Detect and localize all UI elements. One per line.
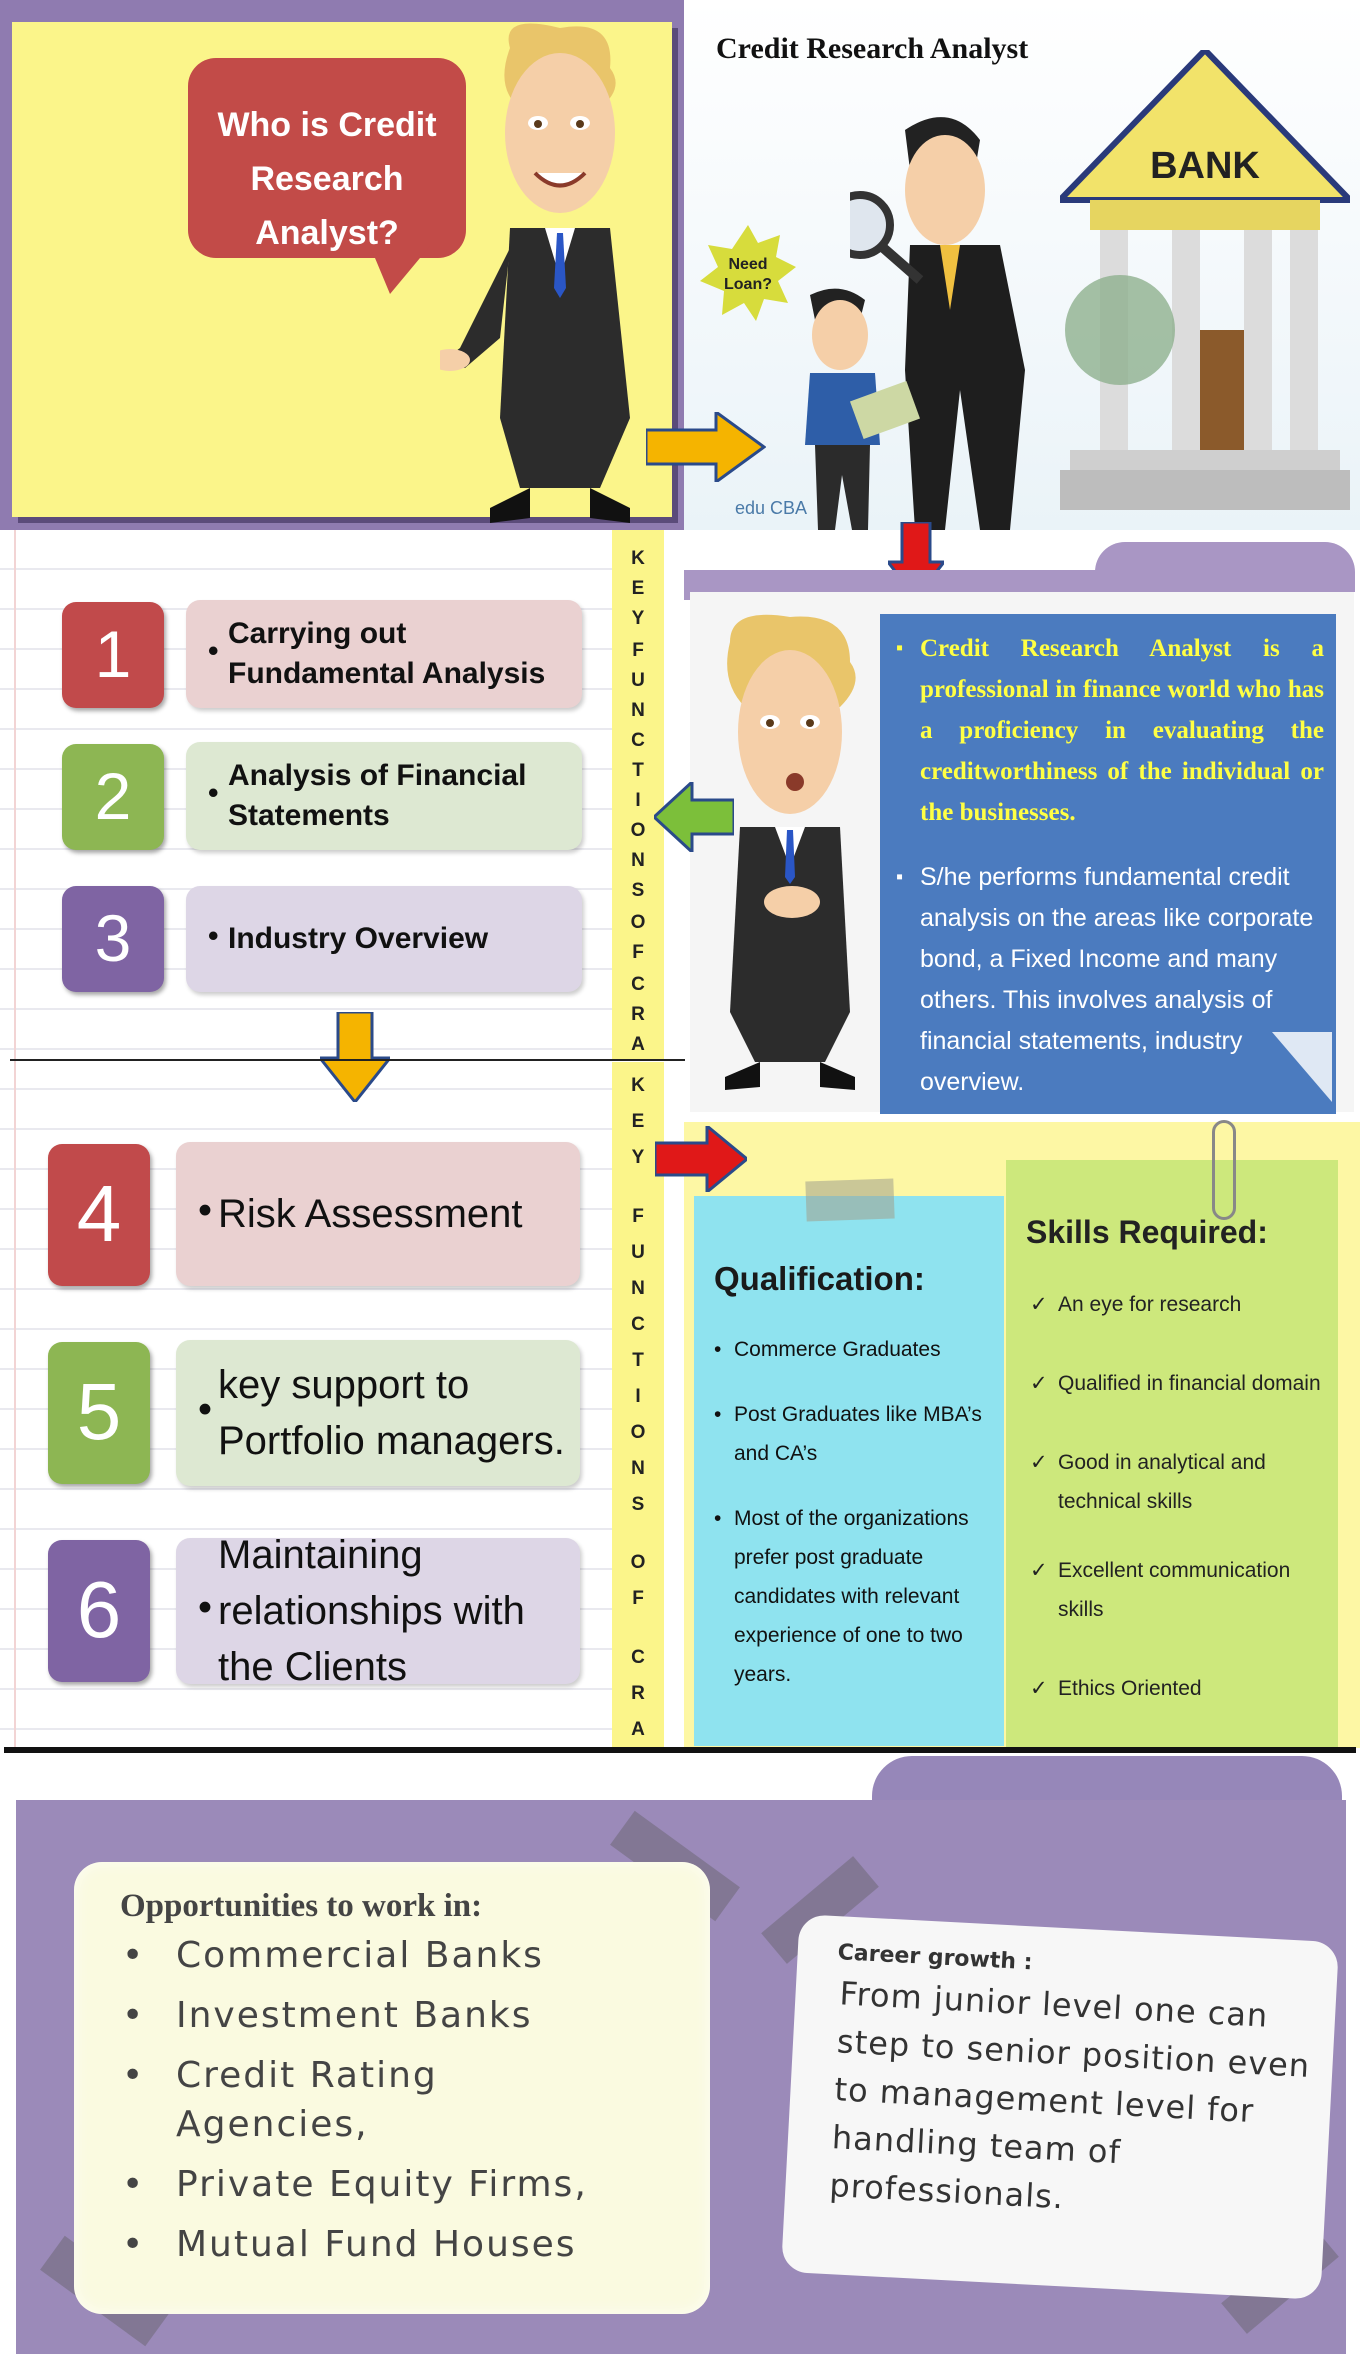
function-number-1: 1 — [62, 602, 164, 708]
tape-strip — [805, 1178, 895, 1222]
sticker-line-2: Loan? — [724, 276, 772, 293]
arrow-right-icon — [655, 1126, 747, 1192]
strip-letter: C — [631, 730, 645, 751]
bank-building-illustration: BANK — [1060, 50, 1350, 510]
customer-illustration — [805, 288, 920, 530]
scene-title: Credit Research Analyst — [716, 32, 1029, 65]
strip-letter: Y — [631, 608, 645, 629]
function-item-3: Industry Overview — [186, 886, 582, 992]
opportunities-card: Opportunities to work in: Commercial Ban… — [74, 1862, 710, 2314]
qualification-card: Qualification: Commerce Graduates Post G… — [694, 1196, 1004, 1746]
strip-letter: A — [631, 1034, 645, 1055]
qualification-title: Qualification: — [714, 1260, 925, 1297]
question-line-1: Who is Credit — [217, 106, 437, 144]
qualification-item: Most of the organizations prefer post gr… — [714, 1499, 994, 1694]
thinking-man-illustration — [725, 614, 856, 1090]
career-text: From junior level one can step to senior… — [828, 1974, 1312, 2217]
function-number-4: 4 — [48, 1144, 150, 1286]
function-number-6: 6 — [48, 1540, 150, 1682]
bank-sign: BANK — [1150, 145, 1260, 187]
strip-letter: K — [631, 1075, 645, 1096]
function-number-5: 5 — [48, 1342, 150, 1484]
strip-letter: T — [632, 1349, 644, 1371]
strip-letter: R — [631, 1683, 645, 1705]
strip-letter: F — [632, 640, 644, 661]
strip-letter: O — [630, 820, 646, 841]
strip-letter: K — [631, 548, 645, 569]
strip-letter: O — [630, 1552, 646, 1574]
career-growth-card: Career growth : From junior level one ca… — [781, 1914, 1339, 2300]
presenter-man-illustration — [440, 23, 630, 523]
speech-bubble-tail — [370, 246, 430, 294]
strip-letter: F — [632, 942, 644, 963]
section-divider — [10, 1059, 685, 1061]
definition-text: Credit Research Analyst is a professiona… — [896, 628, 1324, 833]
arrow-left-icon — [654, 782, 734, 852]
opportunity-item: Commercial Banks — [120, 1931, 710, 1980]
analyst-with-magnifier-illustration — [850, 117, 1025, 530]
strip-letter: C — [631, 1313, 645, 1335]
function-item-1: Carrying out Fundamental Analysis — [186, 600, 582, 708]
opportunity-item: Credit Rating Agencies, — [120, 2051, 450, 2149]
strip-letter: S — [631, 1493, 645, 1515]
opportunities-title: Opportunities to work in: — [120, 1888, 483, 1924]
definition-details: S/he performs fundamental credit analysi… — [896, 857, 1324, 1103]
arrow-down-icon — [320, 1012, 390, 1102]
strip-letter: Y — [631, 1147, 645, 1168]
skill-item: Qualified in financial domain — [1026, 1364, 1328, 1403]
arrow-right-icon — [646, 412, 766, 482]
educba-watermark: edu CBA — [735, 498, 808, 518]
skills-card: Skills Required: An eye for research Qua… — [1006, 1160, 1338, 1748]
function-item-2: Analysis of Financial Statements — [186, 742, 582, 850]
function-item-5: key support to Portfolio managers. — [176, 1340, 580, 1486]
strip-letter: I — [635, 790, 641, 811]
strip-letter: N — [631, 850, 645, 871]
sticker-line-1: Need — [728, 256, 767, 273]
function-item-4: Risk Assessment — [176, 1142, 580, 1286]
strip-letter: T — [632, 760, 644, 781]
strip-letter: U — [631, 1241, 645, 1263]
page-curl — [1272, 1032, 1332, 1102]
strip-letter: E — [631, 578, 645, 599]
strip-letter: O — [630, 1421, 646, 1443]
definition-box: Credit Research Analyst is a professiona… — [880, 614, 1336, 1114]
strip-letter: F — [632, 1205, 644, 1227]
question-speech-bubble: Who is Credit Research Analyst? — [188, 58, 466, 258]
opportunity-item: Investment Banks — [120, 1991, 710, 2040]
question-line-2: Research Analyst? — [250, 160, 404, 252]
function-number-2: 2 — [62, 744, 164, 850]
function-item-6: Maintaining relationships with the Clien… — [176, 1533, 580, 1689]
strip-letter: A — [631, 1719, 645, 1741]
function-number-3: 3 — [62, 886, 164, 992]
opportunity-item: Private Equity Firms, — [120, 2160, 710, 2209]
strip-letter: S — [631, 880, 645, 901]
need-loan-sticker: Need Loan? — [700, 225, 796, 321]
strip-letter: C — [631, 974, 645, 995]
strip-letter: F — [632, 1588, 644, 1610]
strip-letter: N — [631, 700, 645, 721]
qualification-item: Commerce Graduates — [714, 1330, 994, 1369]
skill-item: An eye for research — [1026, 1285, 1328, 1324]
skill-item: Ethics Oriented — [1026, 1669, 1328, 1699]
strip-letter: O — [630, 912, 646, 933]
strip-letter: I — [635, 1385, 641, 1407]
skill-item: Good in analytical and technical skills — [1026, 1443, 1328, 1521]
strip-letter: U — [631, 670, 645, 691]
opportunity-item: Mutual Fund Houses — [120, 2220, 710, 2269]
qualification-item: Post Graduates like MBA’s and CA’s — [714, 1395, 994, 1473]
strip-letter: R — [631, 1004, 645, 1025]
skill-item: Excellent communication skills — [1026, 1551, 1328, 1629]
strip-letter: N — [631, 1277, 645, 1299]
key-functions-strip-1: K E Y F U N C T I O N S O F C R A — [612, 530, 664, 1060]
section-divider — [4, 1747, 1356, 1753]
strip-letter: N — [631, 1457, 645, 1479]
paperclip-icon — [1212, 1120, 1236, 1220]
strip-letter: C — [631, 1647, 645, 1669]
strip-letter: E — [631, 1111, 645, 1132]
skills-title: Skills Required: — [1026, 1214, 1268, 1250]
